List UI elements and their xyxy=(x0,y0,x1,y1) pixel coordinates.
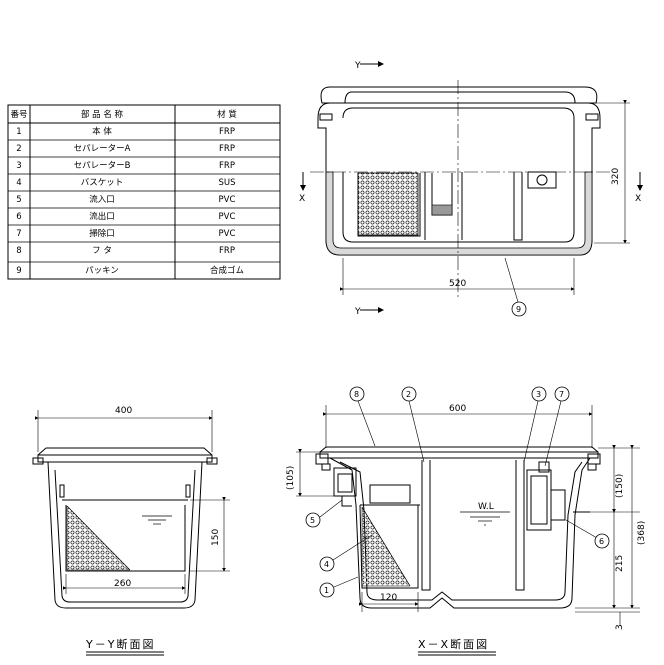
callout-6: 6 xyxy=(599,537,604,546)
yy-dim-basket-width: 260 xyxy=(114,579,131,589)
yy-section-title: Y－Y断面図 xyxy=(85,637,155,651)
table-cell: 5 xyxy=(16,195,21,205)
yy-dim-top-width: 400 xyxy=(115,406,132,416)
plan-y-top-label: Y xyxy=(354,61,361,71)
table-cell: 3 xyxy=(16,161,21,171)
xx-dim-water-height: 215 xyxy=(615,555,625,572)
table-cell: セパレーターA xyxy=(74,144,131,154)
table-cell: 掃除口 xyxy=(89,228,115,239)
table-cell: 8 xyxy=(16,246,21,256)
table-cell: 1 xyxy=(16,127,21,137)
xx-dim-outlet-height: (150) xyxy=(615,474,625,498)
xx-dim-basket-width: 120 xyxy=(380,593,397,603)
xx-section-title: X－X断面図 xyxy=(418,637,489,651)
callout-2: 2 xyxy=(406,390,411,399)
callout-5: 5 xyxy=(310,516,315,525)
table-cell: バスケット xyxy=(81,178,124,188)
callout-7: 7 xyxy=(559,390,564,399)
table-cell: 合成ゴム xyxy=(210,265,244,276)
table-cell: 本 体 xyxy=(92,126,112,137)
table-cell: FRP xyxy=(219,127,235,137)
table-cell: FRP xyxy=(219,246,235,256)
table-cell: 6 xyxy=(16,212,21,222)
table-cell: 2 xyxy=(16,144,21,154)
xx-dim-inlet-height: (105) xyxy=(286,466,296,490)
plan-y-bottom-label: Y xyxy=(354,307,361,317)
callout-8: 8 xyxy=(354,390,359,399)
table-cell: フ タ xyxy=(92,246,112,256)
basket-plan xyxy=(357,172,419,236)
callout-3: 3 xyxy=(536,390,541,399)
plan-x-left-label: X xyxy=(299,194,305,204)
table-cell: PVC xyxy=(219,195,236,205)
callout-1: 1 xyxy=(324,586,329,595)
table-cell: 4 xyxy=(16,178,21,188)
table-cell: セパレーターB xyxy=(74,161,131,171)
xx-dim-bottom: 3 xyxy=(615,624,625,630)
table-header-cell: 部 品 名 称 xyxy=(81,109,124,120)
callout-9: 9 xyxy=(516,305,521,314)
water-level-label: W.L xyxy=(478,502,494,512)
section-xx: W.L 600 120 (105) (150) (368) 215 3 xyxy=(286,386,647,656)
table-cell: パッキン xyxy=(85,266,119,276)
xx-dim-total-width: 600 xyxy=(449,404,466,414)
table-cell: 9 xyxy=(16,266,21,276)
table-cell: PVC xyxy=(219,212,236,222)
table-header-cell: 材 質 xyxy=(217,109,237,120)
yy-dim-basket-height: 150 xyxy=(211,529,221,546)
callout-4: 4 xyxy=(324,560,329,569)
table-cell: 流出口 xyxy=(89,211,115,222)
table-cell: 7 xyxy=(16,229,21,239)
table-header-cell: 番号 xyxy=(10,109,27,120)
section-yy: 400 260 150 Y－Y断面図 xyxy=(32,406,230,656)
table-cell: PVC xyxy=(219,229,236,239)
table-cell: FRP xyxy=(219,144,235,154)
xx-dim-total-height: (368) xyxy=(637,521,647,545)
table-cell: 流入口 xyxy=(89,194,115,205)
table-cell: SUS xyxy=(218,178,235,188)
parts-table: 番号 部 品 名 称 材 質 1 本 体 FRP 2 セパレーターA FRP 3 セパレーターB FR… xyxy=(7,104,281,280)
plan-dim-depth: 320 xyxy=(611,168,621,185)
plan-x-right-label: X xyxy=(635,194,641,204)
plan-view: Y Y X X 520 320 9 xyxy=(299,61,643,317)
plan-dim-width: 520 xyxy=(449,279,466,289)
table-cell: FRP xyxy=(219,161,235,171)
